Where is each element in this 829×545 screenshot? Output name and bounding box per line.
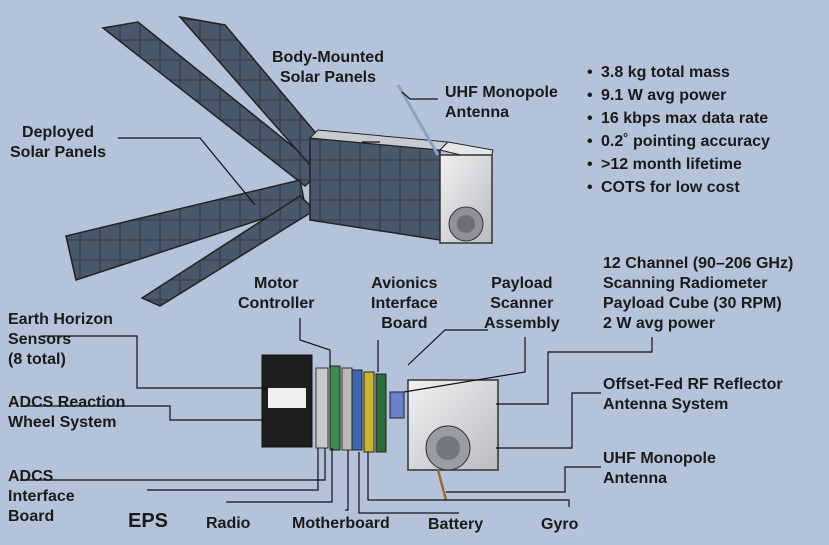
label-payload-scanner-assembly: Payload Scanner Assembly bbox=[484, 275, 560, 332]
spec-item: 16 kbps max data rate bbox=[587, 107, 770, 130]
label-earth-horizon-sensors: Earth Horizon Sensors (8 total) bbox=[8, 311, 113, 368]
label-radio: Radio bbox=[206, 515, 251, 532]
spec-item: 0.2˚ pointing accuracy bbox=[587, 130, 770, 153]
leader-lines bbox=[20, 91, 653, 514]
spec-item: COTS for low cost bbox=[587, 176, 770, 199]
label-motor-controller: Motor Controller bbox=[238, 275, 315, 312]
spec-item: >12 month lifetime bbox=[587, 153, 770, 176]
label-payload-cube: 12 Channel (90–206 GHz) Scanning Radiome… bbox=[603, 255, 794, 332]
spec-item: 3.8 kg total mass bbox=[587, 61, 770, 84]
exploded-bus bbox=[261, 354, 499, 501]
label-battery: Battery bbox=[428, 516, 484, 533]
label-adcs-reaction-wheel: ADCS Reaction Wheel System bbox=[8, 394, 126, 431]
satellite-body bbox=[308, 129, 494, 244]
label-adcs-interface-board: ADCS Interface Board bbox=[8, 468, 75, 525]
label-body-mounted-solar-panels: Body-Mounted Solar Panels bbox=[272, 49, 384, 86]
label-deployed-solar-panels: Deployed Solar Panels bbox=[10, 124, 107, 161]
label-offset-fed-rf-reflector: Offset-Fed RF Reflector Antenna System bbox=[603, 376, 783, 413]
spec-list: 3.8 kg total mass 9.1 W avg power 16 kbp… bbox=[587, 61, 770, 199]
label-uhf-monopole-antenna-top: UHF Monopole Antenna bbox=[445, 84, 558, 121]
label-gyro: Gyro bbox=[541, 516, 579, 533]
spec-item: 9.1 W avg power bbox=[587, 84, 770, 107]
label-eps: EPS bbox=[128, 510, 169, 532]
label-motherboard: Motherboard bbox=[292, 515, 390, 532]
uhf-antenna-top bbox=[396, 84, 440, 156]
label-avionics-interface-board: Avionics Interface Board bbox=[371, 275, 438, 332]
label-uhf-monopole-antenna-bottom: UHF Monopole Antenna bbox=[603, 450, 716, 487]
